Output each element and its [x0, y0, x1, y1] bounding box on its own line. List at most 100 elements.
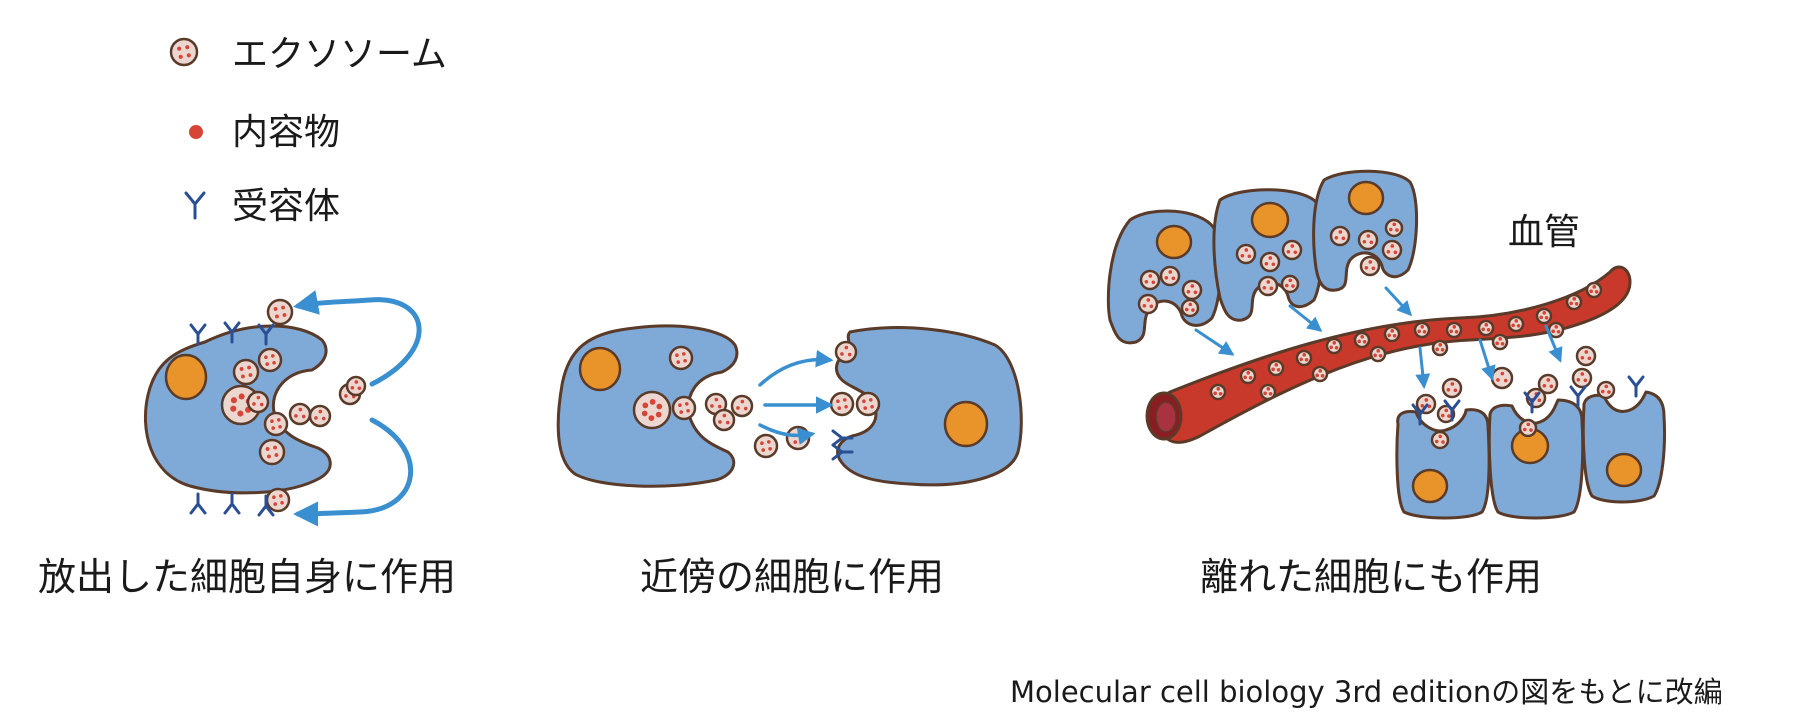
content-dot — [740, 399, 745, 404]
content-dot — [1417, 329, 1421, 334]
content-dot — [241, 374, 245, 379]
uptake-arrow — [1478, 338, 1496, 381]
content-dot — [1264, 261, 1269, 266]
content-dot — [1246, 371, 1251, 375]
exosome — [1413, 321, 1431, 339]
content-dot — [736, 406, 740, 410]
exosome — [1491, 333, 1509, 351]
exosome — [1359, 255, 1381, 277]
content-dot — [1514, 319, 1519, 323]
exosome — [1311, 365, 1329, 383]
panel-caption: 離れた細胞にも作用 — [1200, 555, 1542, 599]
content-dot — [1537, 398, 1542, 403]
content-dot — [722, 413, 727, 418]
content-dot — [318, 409, 323, 414]
content-dot — [1288, 278, 1293, 283]
exosome — [1436, 404, 1456, 424]
exosome — [1280, 274, 1300, 294]
content-dot — [655, 411, 662, 418]
content-dot — [1240, 253, 1245, 258]
receptor-group — [189, 321, 275, 517]
content-dot — [1293, 250, 1298, 255]
exosome — [258, 438, 286, 466]
content-dot — [1299, 357, 1303, 362]
content-dot — [1247, 254, 1252, 259]
content-dot — [840, 352, 844, 356]
content-dot — [1373, 353, 1377, 358]
content-dot — [681, 352, 686, 356]
content-dot — [714, 397, 719, 402]
content-dot — [298, 407, 303, 412]
exosome — [668, 345, 694, 371]
content-dot — [870, 404, 874, 409]
content-dot — [1302, 353, 1307, 357]
content-dot — [270, 419, 274, 424]
exosome — [1445, 321, 1463, 339]
exosome — [1537, 373, 1559, 395]
content-dot — [1583, 378, 1588, 383]
receptor — [189, 323, 207, 346]
receptor — [1523, 391, 1541, 414]
exosome — [1477, 319, 1495, 337]
content-dot — [1371, 266, 1376, 271]
exosome — [1257, 275, 1279, 297]
content-dot — [1271, 367, 1275, 372]
exosome — [753, 433, 779, 459]
exosome-group — [1209, 281, 1603, 401]
nucleus — [1250, 201, 1290, 239]
content-dot — [683, 358, 687, 363]
exosome — [1430, 430, 1450, 450]
content-dot — [272, 360, 276, 365]
cell — [1395, 408, 1491, 520]
exosome — [1209, 383, 1227, 401]
exosome — [1329, 225, 1351, 247]
exosome — [1281, 239, 1303, 261]
content-dot — [275, 314, 279, 319]
transfer-arrow — [758, 349, 834, 387]
content-dot — [1376, 349, 1381, 353]
content-dot — [267, 454, 271, 459]
content-dot — [1452, 325, 1457, 329]
content-dot — [1151, 280, 1156, 285]
content-dot — [186, 53, 191, 58]
exosome — [1571, 367, 1593, 389]
exosome-group — [632, 340, 881, 459]
content-dot — [836, 399, 840, 404]
content-dot — [1334, 345, 1339, 350]
content-dot — [1243, 375, 1247, 380]
content-dot — [271, 426, 276, 430]
exosome — [1137, 293, 1159, 315]
blood-vessel — [1145, 265, 1632, 444]
content-dot — [1360, 335, 1365, 339]
content-dot — [1290, 244, 1295, 248]
content-dot — [301, 414, 306, 419]
exosome-group — [1137, 218, 1616, 450]
content-dot — [1539, 315, 1543, 320]
content-dot — [178, 54, 183, 59]
content-dot — [862, 399, 866, 404]
content-dot — [1454, 329, 1459, 334]
content-dot — [1449, 329, 1453, 334]
legend: エクソソーム 内容物 受容体 — [169, 34, 447, 227]
content-dot — [237, 410, 244, 417]
legend-label: エクソソーム — [232, 34, 447, 75]
content-dot — [239, 367, 244, 371]
content-dot — [1447, 414, 1451, 418]
exosome — [266, 298, 294, 326]
content-dot — [1184, 307, 1189, 312]
exosome — [1596, 380, 1616, 400]
exosome — [263, 411, 289, 437]
exosome — [1357, 229, 1379, 251]
exosome — [829, 391, 855, 417]
content-dot — [1362, 339, 1367, 344]
content-dot — [350, 385, 355, 390]
content-dot — [1266, 387, 1271, 391]
receptor — [1411, 403, 1429, 426]
receptor — [189, 492, 207, 515]
content-dot — [1440, 413, 1445, 418]
content-dot — [837, 406, 842, 410]
content-dot — [1420, 325, 1425, 329]
content-dot — [793, 440, 798, 444]
nucleus — [578, 346, 622, 392]
content-dot — [1580, 355, 1585, 360]
